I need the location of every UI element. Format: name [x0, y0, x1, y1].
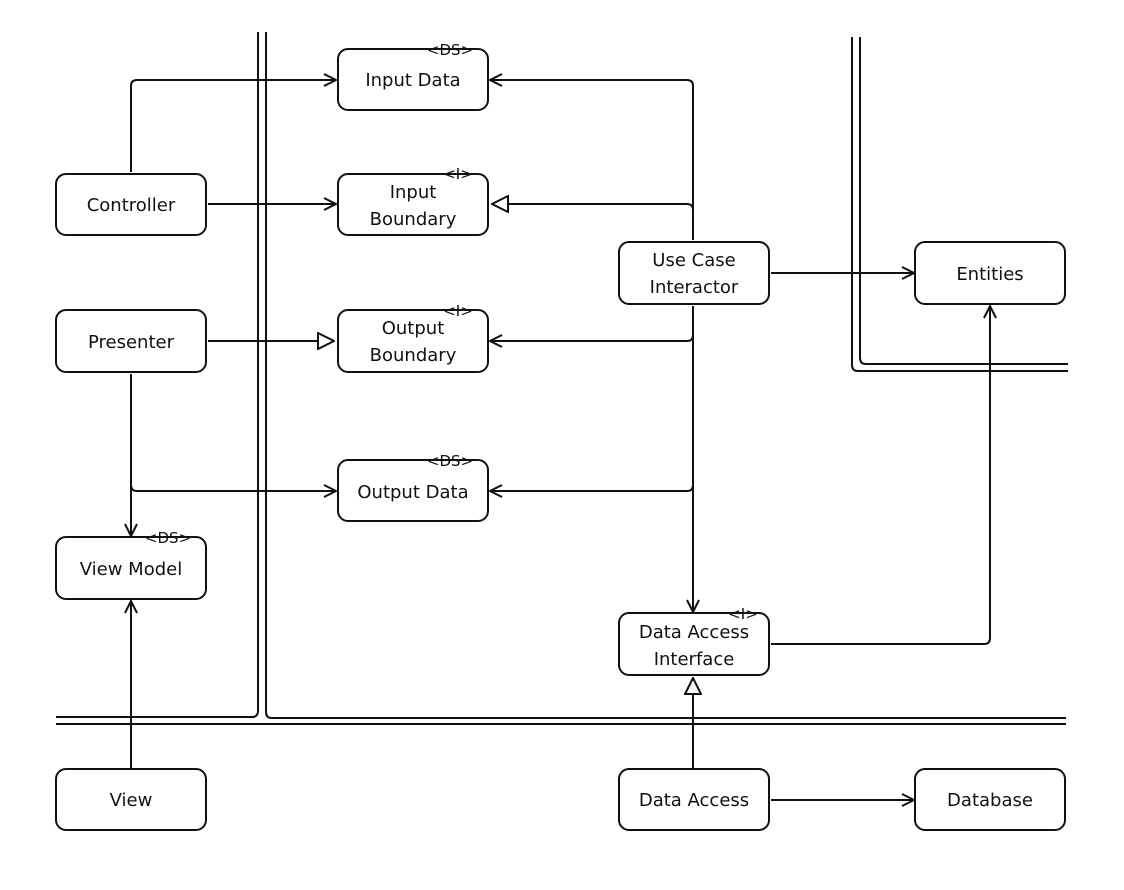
output-data-stereotype: <DS> — [427, 452, 473, 470]
output-data-node[interactable]: <DS> Output Data — [337, 452, 489, 522]
input-boundary-label-line2: Boundary — [370, 209, 457, 230]
use-case-interactor-node[interactable]: Use Case Interactor — [618, 241, 770, 305]
view-model-label: View Model — [80, 559, 182, 580]
controller-node[interactable]: Controller — [55, 173, 207, 236]
input-data-node[interactable]: <DS> Input Data — [337, 41, 489, 111]
data-access-label: Data Access — [639, 790, 749, 811]
interactor-to-output-boundary-arrow — [490, 306, 694, 341]
interactor-to-input-data-arrow — [490, 80, 694, 240]
boundary-right-outer — [851, 37, 1068, 372]
view-model-stereotype: <DS> — [145, 529, 191, 547]
data-access-interface-label-line2: Interface — [654, 649, 735, 670]
view-label: View — [110, 790, 153, 811]
database-label: Database — [947, 790, 1033, 811]
use-case-interactor-label-line2: Interactor — [650, 277, 739, 298]
database-node[interactable]: Database — [914, 768, 1066, 831]
output-boundary-label-line2: Boundary — [370, 345, 457, 366]
view-node[interactable]: View — [55, 768, 207, 831]
data-access-node[interactable]: Data Access — [618, 768, 770, 831]
interactor-to-output-data-arrow — [490, 306, 694, 491]
presenter-to-output-data-arrow — [130, 374, 336, 491]
interactor-realizes-input-boundary-arrow — [492, 204, 694, 240]
boundary-left-outer — [56, 32, 259, 718]
output-boundary-stereotype: <I> — [443, 302, 473, 320]
layer-boundaries — [56, 32, 1068, 725]
controller-label: Controller — [87, 195, 176, 216]
boundary-left-inner — [265, 32, 1066, 719]
data-access-interface-to-entities-arrow — [771, 306, 990, 645]
entities-label: Entities — [956, 264, 1023, 285]
input-boundary-stereotype: <I> — [443, 165, 473, 183]
data-access-interface-stereotype: <I> — [728, 605, 758, 623]
output-boundary-node[interactable]: <I> Output Boundary — [337, 302, 489, 373]
input-data-label: Input Data — [365, 70, 460, 91]
output-boundary-label-line1: Output — [382, 318, 445, 339]
input-data-stereotype: <DS> — [427, 41, 473, 59]
use-case-interactor-label-line1: Use Case — [652, 250, 735, 271]
connectors — [131, 80, 990, 800]
boundary-right-inner — [859, 37, 1068, 365]
controller-to-input-data-arrow — [130, 80, 336, 172]
view-model-node[interactable]: <DS> View Model — [55, 529, 207, 600]
output-data-label: Output Data — [357, 482, 468, 503]
input-boundary-node[interactable]: <I> Input Boundary — [337, 165, 489, 236]
entities-node[interactable]: Entities — [914, 241, 1066, 305]
input-boundary-label-line1: Input — [390, 182, 437, 203]
data-access-interface-node[interactable]: <I> Data Access Interface — [618, 605, 770, 676]
presenter-node[interactable]: Presenter — [55, 309, 207, 373]
data-access-interface-label-line1: Data Access — [639, 622, 749, 643]
presenter-label: Presenter — [88, 332, 175, 353]
